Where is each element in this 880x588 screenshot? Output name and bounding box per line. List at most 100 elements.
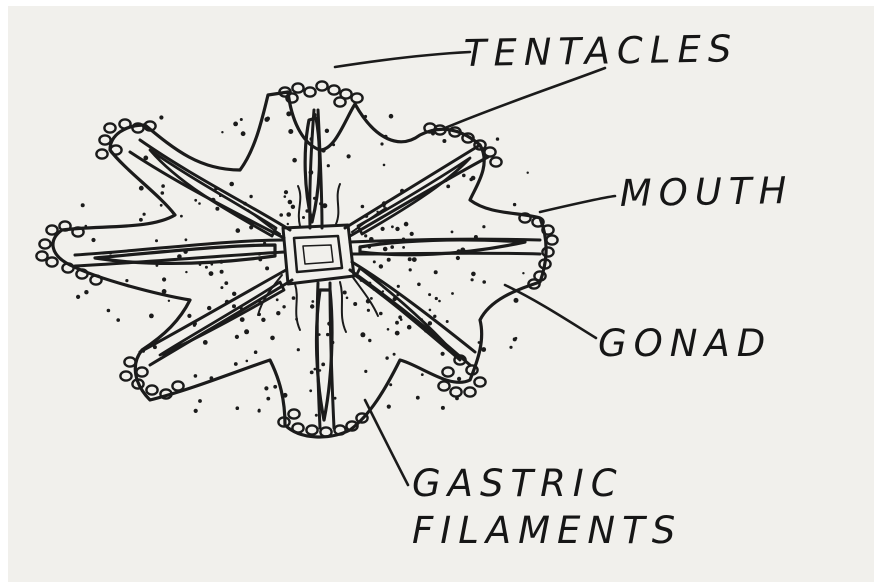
stipple-dot [385,356,388,359]
stipple-dot [327,164,330,167]
stipple-dot [429,309,432,312]
mouth-leader-line [540,196,615,212]
stipple-dot [311,300,314,303]
stipple-dot [402,246,405,249]
stipple-dot [390,245,394,249]
stipple-dot [389,383,392,386]
stipple-dot [155,239,158,242]
stipple-dot [509,346,512,349]
stipple-dot [194,409,198,413]
stipple-dot [389,114,394,119]
stipple-dot [286,212,291,217]
stipple-dot [346,297,349,300]
stipple-dot [310,304,314,308]
stipple-dot [309,389,312,392]
tentacle-bulb [442,367,453,376]
stipple-dot [310,371,314,375]
stipple-dot [264,386,268,390]
stipple-dot [258,409,261,412]
stipple-dot [168,300,170,302]
stipple-dot [160,204,163,207]
stipple-dot [397,285,400,288]
body-outline [53,92,546,437]
stipple-dot [364,234,367,237]
tentacle-bulb [288,409,299,418]
stipple-dot [368,339,371,342]
label-gonad: GONAD [598,322,772,365]
stipple-dot [457,377,461,381]
stipple-dot [446,185,450,189]
stipple-dot [395,321,399,325]
stipple-dot [417,283,421,287]
tentacle-bulb [351,93,362,102]
leader-lines [335,52,615,485]
tentacle-bulb [328,85,339,94]
stipple-dot [291,205,295,209]
central-mouth-square [283,225,354,284]
stipple-dot [428,293,431,296]
stipple-dot [387,405,391,409]
stipple-dot [393,353,396,356]
tentacle-bulb [120,371,131,380]
stipple-dot [198,202,201,205]
stipple-dot [370,297,373,300]
stipple-dot [162,277,166,281]
label-mouth: MOUTH [619,169,793,215]
stipple-dot [276,298,279,301]
stipple-dot [233,122,238,127]
stipple-dot [373,260,376,263]
stipple-dot [527,172,529,174]
stipple-dot [433,315,436,318]
stipple-dot [391,225,394,228]
stipple-dot [139,218,143,222]
stipple-dot [297,348,300,351]
tentacle-bulb [474,377,485,386]
tentacle-bulb [484,147,495,156]
stipple-dot [246,360,249,363]
tentacle-bulb [110,145,121,154]
tentacle-bulb [306,425,317,434]
tentacle-bulb [546,235,557,244]
stipple-dot [364,370,367,373]
tentacle-bulb [316,81,327,90]
stipple-dot [387,328,390,331]
stipple-dot [229,182,234,187]
stipple-dot [442,139,446,143]
stipple-dot [360,332,365,337]
stipple-dot [161,191,165,195]
tentacle-bulb [146,385,157,394]
stipple-dot [383,247,388,252]
stipple-dot [264,117,269,122]
stipple-dot [236,228,241,233]
stipple-dot [410,232,414,236]
stipple-dot [353,302,357,306]
stipple-dot [515,337,518,340]
stipple-dot [522,272,524,274]
stipple-dot [283,393,288,398]
stipple-dot [347,154,351,158]
stipple-dot [159,115,163,119]
stipple-dot [235,335,239,339]
stipple-dot [456,256,460,260]
stipple-dot [125,279,128,282]
stipple-dot [279,213,283,217]
label-gastric: GASTRIC [412,462,624,505]
tentacle-bulb [119,119,130,128]
stipple-dot [149,314,154,319]
stipple-dot [496,137,499,140]
stipple-dot [314,368,317,371]
stipple-dot [383,164,386,167]
stipple-dot [441,352,445,356]
stipple-dot [209,271,214,276]
stipple-dot [187,314,191,318]
label-tentacles: TENTACLES [463,27,738,75]
tentacle-bulb [542,247,553,256]
tentacle-bulb [292,423,303,432]
stipple-dot [249,195,252,198]
tentacle-bulb [39,239,50,248]
tentacle-bulb [36,251,47,260]
stipple-dot [84,290,88,294]
stipple-dot [381,227,385,231]
stipple-dot [435,297,438,300]
stipple-dot [236,406,240,410]
